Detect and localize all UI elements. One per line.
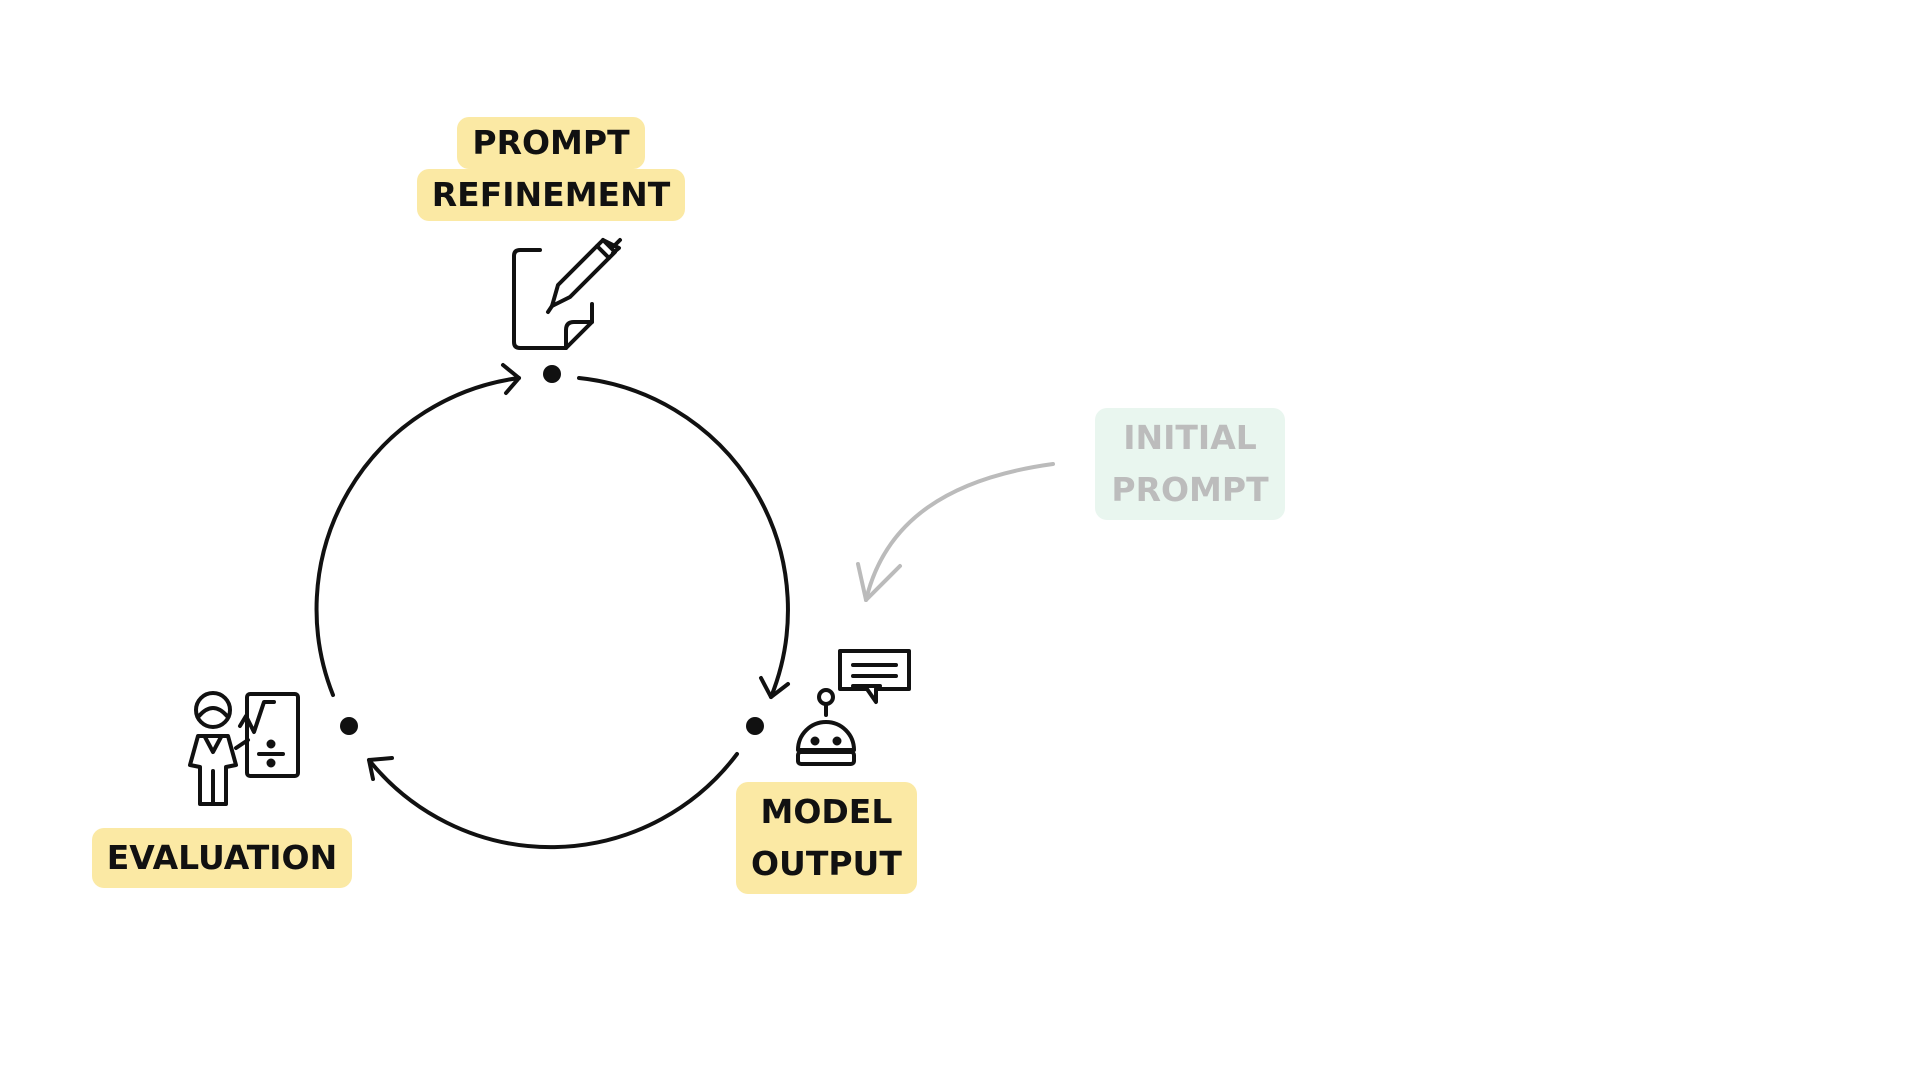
arc-evaluation-to-refinement [314, 376, 521, 697]
arrowhead-into-output [759, 676, 790, 699]
label-evaluation-line-1: EVALUATION [91, 828, 353, 888]
initial-prompt-arrow [864, 462, 1055, 602]
label-model-output-line-1: MODEL [760, 792, 893, 831]
node-dot-prompt-refinement [543, 365, 561, 383]
document-pen-icon [512, 238, 622, 350]
teacher-board-icon [188, 691, 300, 806]
label-prompt-refinement-line-1: PROMPT [457, 117, 645, 169]
label-initial-prompt-lines: INITIAL PROMPT [1095, 408, 1285, 520]
label-prompt-refinement: PROMPT REFINEMENT [351, 117, 751, 221]
label-model-output: MODEL OUTPUT [736, 782, 917, 894]
label-evaluation: EVALUATION [72, 828, 372, 888]
arrowhead-into-evaluation [367, 756, 394, 781]
label-initial-prompt-line-1: INITIAL [1123, 418, 1257, 457]
robot-chat-icon [796, 649, 911, 766]
initial-prompt-arrowhead [856, 562, 902, 602]
arc-refinement-to-output [577, 376, 790, 699]
label-model-output-line-2: OUTPUT [751, 844, 902, 883]
label-initial-prompt: INITIAL PROMPT [1000, 408, 1380, 520]
arrowhead-into-refinement [501, 363, 521, 395]
node-dot-model-output [746, 717, 764, 735]
label-model-output-lines: MODEL OUTPUT [736, 782, 917, 894]
label-prompt-refinement-line-2: REFINEMENT [416, 169, 686, 221]
label-initial-prompt-line-2: PROMPT [1111, 470, 1269, 509]
arc-output-to-evaluation [367, 752, 739, 850]
node-dot-evaluation [340, 717, 358, 735]
